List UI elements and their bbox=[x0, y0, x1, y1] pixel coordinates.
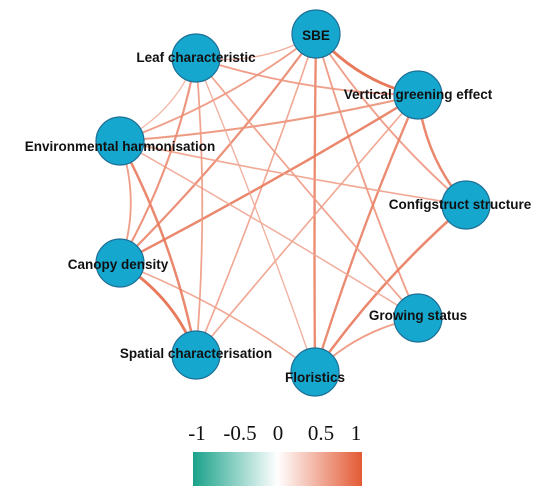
node-label-sc: Spatial characterisation bbox=[120, 346, 272, 361]
color-legend: -1 -0.5 0 0.5 1 bbox=[188, 421, 362, 486]
edge-vge-lc bbox=[195, 57, 419, 96]
node-label-gs: Growing status bbox=[369, 308, 467, 323]
legend-gradient-bar bbox=[193, 452, 362, 486]
node-sbe bbox=[291, 9, 341, 59]
node-sc bbox=[171, 330, 221, 380]
edge-cd-lc bbox=[118, 56, 198, 265]
edge-vge-sc bbox=[195, 94, 419, 356]
edge-fl-lc bbox=[195, 57, 316, 373]
edge-cs-fl bbox=[313, 203, 468, 374]
node-layer bbox=[95, 9, 491, 397]
node-label-lc: Leaf characteristic bbox=[136, 50, 256, 65]
edge-vge-fl bbox=[313, 93, 420, 374]
node-lc bbox=[171, 33, 221, 83]
edge-vge-cd bbox=[118, 93, 420, 265]
node-label-vge: Vertical greening effect bbox=[344, 87, 493, 102]
edge-sbe-eh bbox=[119, 33, 317, 142]
edge-layer bbox=[118, 32, 468, 374]
edge-sbe-sc bbox=[195, 33, 317, 356]
node-cs bbox=[441, 180, 491, 230]
edge-fl-cd bbox=[119, 262, 316, 373]
node-eh bbox=[95, 116, 145, 166]
node-fl bbox=[290, 347, 340, 397]
legend-tick-label: -0.5 bbox=[223, 421, 256, 445]
edge-sbe-cs bbox=[315, 33, 467, 206]
legend-tick-label: 1 bbox=[351, 421, 362, 445]
node-cd bbox=[95, 238, 145, 288]
node-label-cd: Canopy density bbox=[68, 257, 169, 272]
edge-vge-eh bbox=[119, 94, 419, 142]
node-label-fl: Floristics bbox=[285, 370, 345, 385]
edge-gs-lc bbox=[195, 57, 419, 319]
node-gs bbox=[393, 293, 443, 343]
node-label-cs: Configstruct structure bbox=[389, 197, 532, 212]
node-label-eh: Environmental harmonisation bbox=[25, 139, 216, 154]
node-label-sbe: SBE bbox=[302, 28, 330, 43]
edge-sbe-fl bbox=[313, 32, 318, 374]
edge-sbe-cd bbox=[118, 32, 318, 265]
node-vge bbox=[393, 70, 443, 120]
legend-tick-label: -1 bbox=[188, 421, 206, 445]
edge-sc-lc bbox=[195, 57, 204, 356]
label-layer: SBE Vertical greening effectConfigstruct … bbox=[25, 28, 532, 385]
legend-tick-label: 0.5 bbox=[308, 421, 334, 445]
edge-gs-eh bbox=[119, 140, 419, 319]
legend-tick-label: 0 bbox=[273, 421, 284, 445]
edge-sc-eh bbox=[118, 139, 198, 357]
edge-sbe-gs bbox=[315, 33, 419, 319]
